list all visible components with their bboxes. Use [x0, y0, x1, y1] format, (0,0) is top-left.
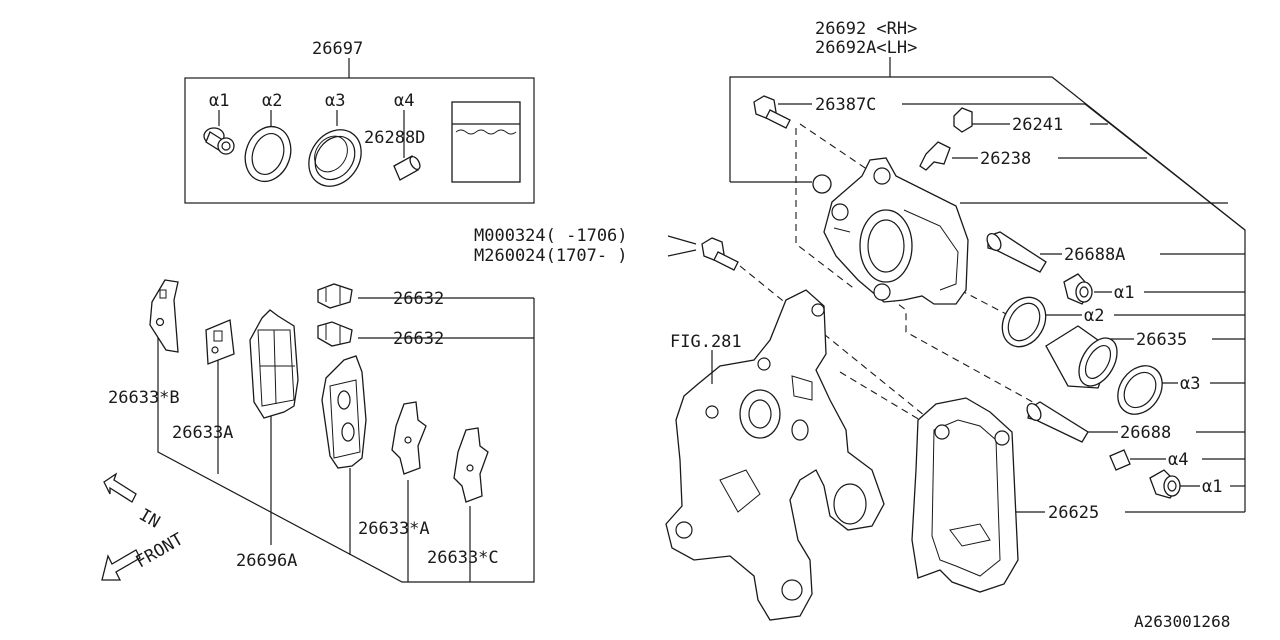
bleeder-cap-26241: [953, 107, 973, 133]
piston-seal-a2-kit: [244, 125, 292, 183]
label-clip1[interactable]: 26632: [393, 289, 444, 309]
inner-shim-a: [391, 401, 427, 475]
outer-shim-b: [149, 279, 179, 353]
pad-clip-upper: [317, 283, 353, 309]
label-kit[interactable]: 26697: [312, 39, 363, 59]
caliper-group: 26692 <RH> 26692A<LH>: [474, 19, 1246, 621]
inner-shim-c: [453, 427, 489, 503]
label-a4-kit[interactable]: α4: [394, 91, 414, 111]
brake-pad-outer: [249, 309, 299, 419]
piston-boot-a3-kit: [308, 129, 362, 187]
guide-pin-26688: [1026, 401, 1089, 443]
bleeder-ball: [812, 174, 832, 194]
reference-code: A263001268: [1134, 612, 1230, 631]
support-bolt: [701, 237, 739, 271]
seal-kit-group: 26697 α1 α2 α3 α4 26288D: [184, 39, 535, 204]
bleeder-screw-26238: [919, 141, 951, 171]
label-a3-kit[interactable]: α3: [325, 91, 345, 111]
label-a3-r[interactable]: α3: [1180, 374, 1200, 394]
piston-26635: [1045, 325, 1118, 389]
label-shim-c[interactable]: 26633*C: [427, 548, 499, 568]
label-bolt-m1[interactable]: M000324( -1706): [474, 226, 628, 246]
label-dir-front: FRONT: [133, 529, 187, 572]
label-bolt-m2[interactable]: M260024(1707- ): [474, 246, 628, 266]
grease-pack: [451, 101, 521, 183]
brake-pad-inner: [321, 355, 367, 469]
label-cap[interactable]: 26241: [1012, 115, 1063, 135]
label-pad[interactable]: 26696A: [236, 551, 297, 571]
pin-boot-a1-lower: [1149, 469, 1181, 499]
label-a2-kit[interactable]: α2: [262, 91, 282, 111]
label-a1-kit[interactable]: α1: [209, 91, 229, 111]
label-a1-r1[interactable]: α1: [1114, 283, 1134, 303]
label-bolt-c[interactable]: 26387C: [815, 95, 876, 115]
pad-shim-group: 26632 26632 26633*B 26633A 26696A 26633*…: [108, 279, 535, 583]
piston-boot-a3: [1117, 365, 1163, 415]
seal-kit-box: [184, 77, 535, 204]
label-bleeder[interactable]: 26238: [980, 149, 1031, 169]
label-a1-r2[interactable]: α1: [1202, 477, 1222, 497]
label-shim-a[interactable]: 26633A: [172, 423, 233, 443]
label-piston[interactable]: 26635: [1136, 330, 1187, 350]
shim-a: [205, 319, 235, 365]
caliper-body: [823, 157, 969, 305]
pad-clip-lower: [317, 321, 353, 347]
label-shim-a2[interactable]: 26633*A: [358, 519, 430, 539]
label-dir-in: IN: [136, 505, 164, 533]
pin-sleeve-a4: [1109, 449, 1131, 471]
pin-boot-a1-upper: [1063, 273, 1093, 305]
label-caliper-lh[interactable]: 26692A<LH>: [815, 38, 917, 58]
label-a4-r[interactable]: α4: [1168, 450, 1188, 470]
front-arrow-icon: [101, 549, 141, 581]
label-clip2[interactable]: 26632: [393, 329, 444, 349]
label-shim-b[interactable]: 26633*B: [108, 388, 180, 408]
steering-knuckle: [665, 289, 885, 621]
caliper-bolt-26387c: [753, 95, 791, 129]
guide-pin-26688a: [986, 231, 1047, 273]
label-support[interactable]: 26625: [1048, 503, 1099, 523]
pin-sleeve-a4-kit: [393, 155, 421, 181]
caliper-support-26625: [911, 397, 1019, 593]
label-fig[interactable]: FIG.281: [670, 332, 742, 352]
in-arrow-icon: [103, 472, 137, 503]
dust-boot-a1-kit: [203, 127, 235, 155]
label-a2-r[interactable]: α2: [1084, 306, 1104, 326]
piston-seal-a2: [1001, 296, 1047, 348]
label-grease[interactable]: 26288D: [364, 128, 425, 148]
label-caliper-rh[interactable]: 26692 <RH>: [815, 19, 917, 39]
direction-indicators: IN FRONT: [101, 472, 187, 581]
label-pin[interactable]: 26688: [1120, 423, 1171, 443]
label-pin-a[interactable]: 26688A: [1064, 245, 1125, 265]
